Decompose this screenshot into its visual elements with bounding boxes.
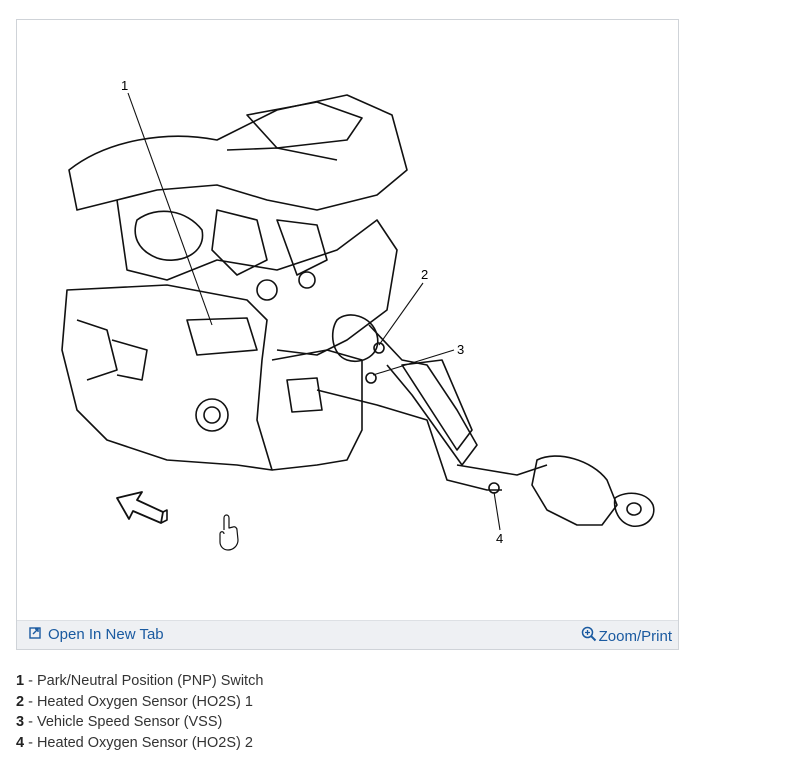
zoom-print-label: Zoom/Print <box>598 627 672 645</box>
legend-number: 3 <box>16 714 25 731</box>
legend-item: 1 - Park/Neutral Position (PNP) Switch <box>16 671 263 692</box>
legend-text: - Heated Oxygen Sensor (HO2S) 1 <box>24 693 253 710</box>
callout-1: 1 <box>121 78 128 93</box>
legend-number: 1 <box>16 673 25 689</box>
legend-text: - Vehicle Speed Sensor (VSS) <box>24 714 223 731</box>
legend-text: - Park/Neutral Position (PNP) Switch <box>24 673 264 689</box>
legend-number: 2 <box>16 693 25 710</box>
legend-item: 3 - Vehicle Speed Sensor (VSS) <box>16 712 263 733</box>
callout-4: 4 <box>496 531 503 546</box>
engine-diagram: 1 2 3 4 <box>61 78 655 551</box>
image-toolbar: Open In New Tab Zoom/Print <box>17 620 678 649</box>
parts-legend: 1 - Park/Neutral Position (PNP) Switch 2… <box>16 671 263 754</box>
open-in-new-tab-icon <box>29 626 42 643</box>
open-in-new-tab-label: Open In New Tab <box>48 626 164 643</box>
magnifier-plus-icon <box>581 626 597 646</box>
legend-item: 2 - Heated Oxygen Sensor (HO2S) 1 <box>16 692 263 713</box>
open-in-new-tab-link[interactable]: Open In New Tab <box>29 626 164 643</box>
zoom-print-link[interactable]: Zoom/Print <box>581 626 672 646</box>
diagram-frame: 1 2 3 4 Open In New Tab Zoom/Print <box>16 19 679 650</box>
callout-3: 3 <box>457 342 464 357</box>
legend-item: 4 - Heated Oxygen Sensor (HO2S) 2 <box>16 733 263 754</box>
callout-2: 2 <box>421 267 428 282</box>
legend-text: - Heated Oxygen Sensor (HO2S) 2 <box>24 735 253 752</box>
legend-number: 4 <box>16 735 25 752</box>
